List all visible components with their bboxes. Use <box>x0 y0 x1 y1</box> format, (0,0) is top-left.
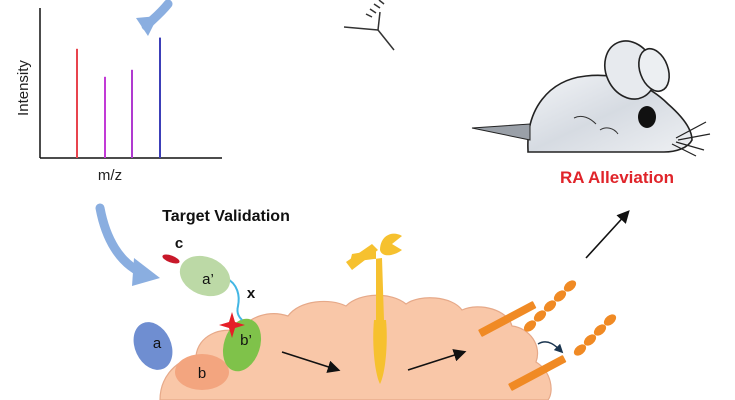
spectrum-y-label: Intensity <box>15 60 32 116</box>
spectrum-x-label: m/z <box>98 167 122 184</box>
arrow-to-receptor <box>281 351 341 373</box>
linker-x-label: x <box>247 285 256 302</box>
protein-b-prime-label: b’ <box>240 332 252 349</box>
protein-b-label: b <box>198 365 206 382</box>
protein-a <box>133 322 173 370</box>
linker-line <box>225 277 243 321</box>
membrane-receptor <box>346 233 402 384</box>
mass-spectrum: Intensity m/z <box>15 8 222 184</box>
ra-alleviation-label: RA Alleviation <box>560 168 674 187</box>
mouse-illustration <box>471 40 711 157</box>
binding-star-icon <box>219 312 245 338</box>
blue-curved-arrow-top <box>136 0 173 36</box>
signaling-chains <box>478 280 617 391</box>
protein-a-label: a <box>153 335 162 352</box>
protein-a-prime <box>179 255 231 297</box>
small-curved-arrow <box>537 341 564 354</box>
probe-a-prime: a’ c <box>162 235 231 297</box>
instrument-fragment <box>343 0 395 51</box>
arrow-to-alleviation <box>585 210 630 259</box>
protein-a-prime-label: a’ <box>202 271 214 288</box>
blue-curved-arrow-left <box>95 203 160 286</box>
target-validation-title: Target Validation <box>162 208 290 225</box>
spectrum-peaks <box>76 37 161 158</box>
protein-b <box>175 354 229 390</box>
arrow-to-signaling <box>407 349 467 371</box>
cap-c <box>162 254 180 264</box>
cap-c-label: c <box>175 235 183 252</box>
